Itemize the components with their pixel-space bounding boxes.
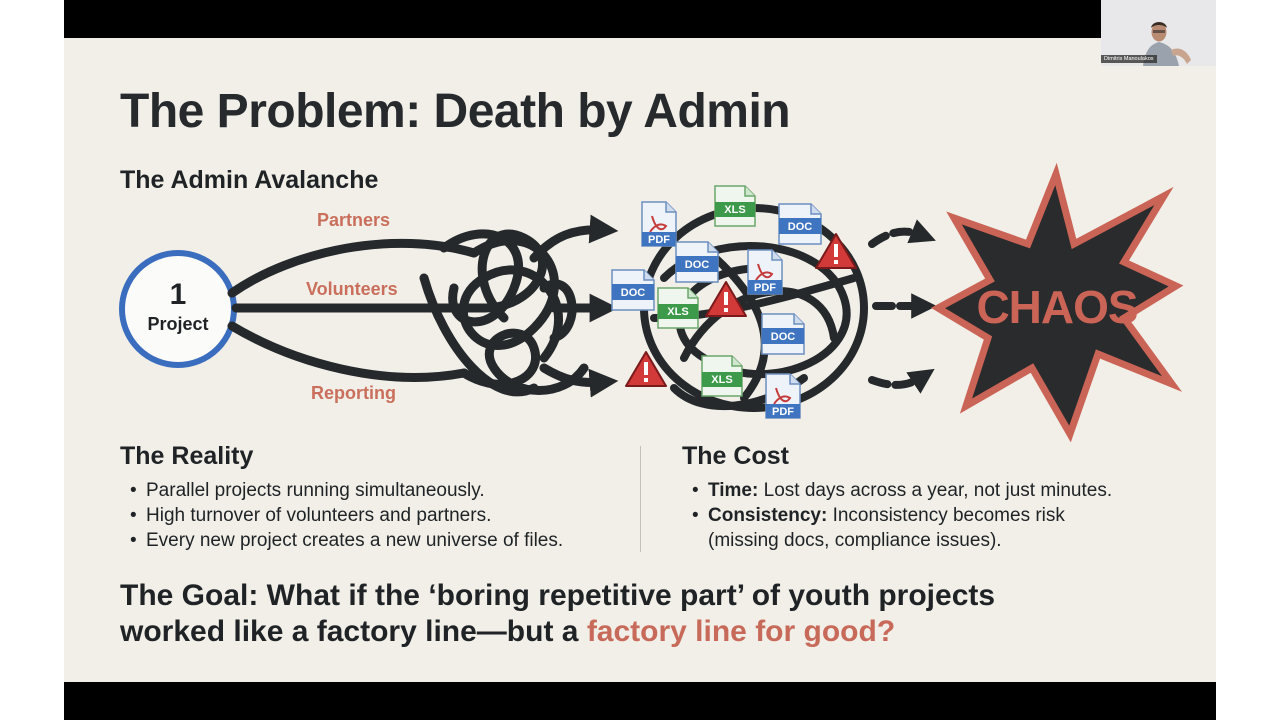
svg-text:XLS: XLS	[711, 374, 732, 386]
svg-text:PDF: PDF	[648, 234, 670, 246]
participant-name: Dimitris Manoulakos	[1101, 55, 1157, 63]
svg-text:DOC: DOC	[621, 287, 646, 299]
column-divider	[640, 446, 641, 552]
svg-text:XLS: XLS	[724, 204, 745, 216]
doc-file-icon: DOC	[611, 269, 655, 311]
svg-text:PDF: PDF	[754, 282, 776, 294]
reality-heading: The Reality	[120, 442, 254, 470]
label-partners: Partners	[317, 210, 390, 230]
cost-text: Lost days across a year, not just minute…	[758, 480, 1113, 501]
xls-file-icon: XLS	[714, 185, 756, 227]
xls-file-icon: XLS	[657, 287, 699, 329]
admin-avalanche-diagram: 1 Project	[119, 162, 1184, 443]
cost-label: Consistency:	[708, 505, 828, 526]
cost-list: Time: Lost days across a year, not just …	[690, 478, 1112, 553]
presentation-slide: The Problem: Death by Admin The Admin Av…	[64, 38, 1216, 682]
warning-icon	[815, 233, 857, 269]
chaos-burst: CHAOS	[930, 162, 1184, 443]
goal-statement: The Goal: What if the ‘boring repetitive…	[120, 578, 995, 650]
svg-text:DOC: DOC	[771, 331, 796, 343]
arrows-to-chaos	[868, 219, 937, 394]
goal-line-2-text: worked like a factory line—but a	[120, 615, 587, 648]
cost-label: Time:	[708, 480, 759, 501]
goal-accent: factory line for good?	[586, 615, 896, 648]
bottom-letterbox	[64, 682, 1216, 720]
participant-video-tile[interactable]: Dimitris Manoulakos	[1101, 0, 1216, 66]
pdf-file-icon: PDF	[765, 373, 801, 419]
doc-file-icon: DOC	[778, 203, 822, 245]
cost-heading: The Cost	[682, 442, 789, 470]
cost-continuation: (missing docs, compliance issues).	[708, 530, 1002, 551]
svg-text:DOC: DOC	[685, 259, 710, 271]
svg-text:PDF: PDF	[772, 406, 794, 418]
pdf-file-icon: PDF	[747, 249, 783, 295]
project-number: 1	[170, 278, 187, 311]
reality-bullet: Parallel projects running simultaneously…	[128, 478, 563, 503]
cost-bullet-consistency: Consistency: Inconsistency becomes risk	[690, 503, 1112, 528]
slide-title: The Problem: Death by Admin	[120, 85, 791, 138]
top-letterbox	[64, 0, 1101, 38]
reality-bullet: High turnover of volunteers and partners…	[128, 503, 563, 528]
project-label: Project	[147, 314, 208, 334]
project-circle: 1 Project	[119, 250, 237, 368]
cost-text: Inconsistency becomes risk	[827, 505, 1065, 526]
label-volunteers: Volunteers	[306, 279, 398, 299]
avalanche-heading: The Admin Avalanche	[120, 166, 379, 194]
xls-file-icon: XLS	[701, 355, 743, 397]
doc-file-icon: DOC	[675, 241, 719, 283]
goal-line-2: worked like a factory line—but a factory…	[120, 614, 995, 650]
svg-text:DOC: DOC	[788, 221, 813, 233]
label-reporting: Reporting	[311, 383, 396, 403]
reality-bullet: Every new project creates a new universe…	[128, 528, 563, 553]
reality-list: Parallel projects running simultaneously…	[128, 478, 563, 553]
cost-bullet-time: Time: Lost days across a year, not just …	[690, 478, 1112, 503]
goal-line-1: The Goal: What if the ‘boring repetitive…	[120, 579, 996, 612]
svg-text:XLS: XLS	[667, 306, 688, 318]
pdf-file-icon: PDF	[641, 201, 677, 247]
chaos-text: CHAOS	[976, 281, 1137, 333]
doc-file-icon: DOC	[761, 313, 805, 355]
